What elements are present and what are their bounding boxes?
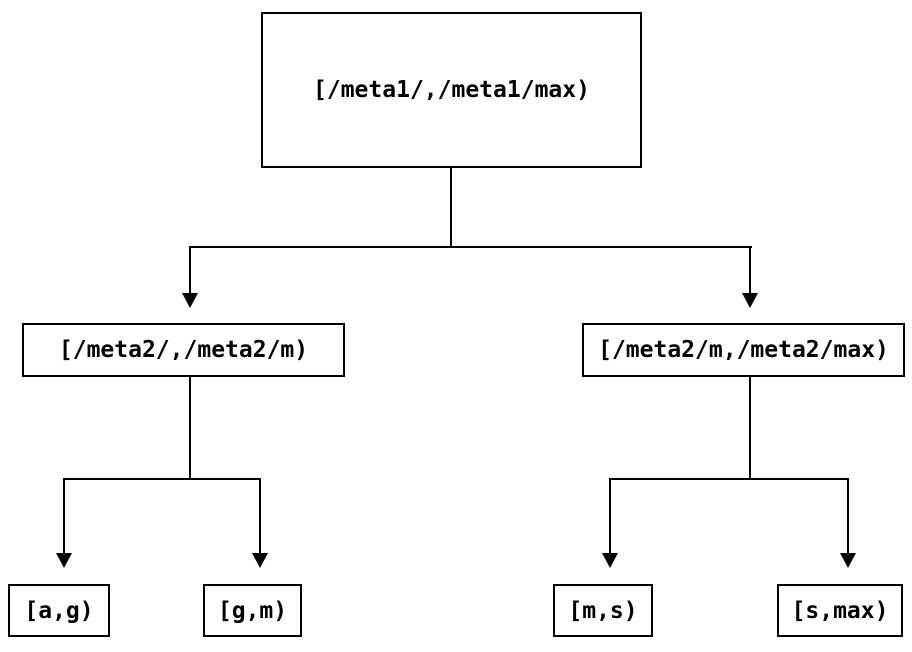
tree-leaf-m-s-label: [m,s) (568, 597, 638, 624)
tree-node-root: [/meta1/,/meta1/max) (261, 12, 642, 168)
tree-node-meta2-upper: [/meta2/m,/meta2/max) (582, 323, 905, 377)
arrowhead-down-icon (252, 553, 268, 568)
connector-level2-left-crossbar (63, 478, 261, 480)
connector-level2-right-crossbar (609, 478, 849, 480)
arrowhead-down-icon (742, 293, 758, 308)
tree-node-meta2-lower-label: [/meta2/,/meta2/m) (58, 337, 309, 363)
connector-level1-left-drop (189, 246, 191, 293)
tree-node-meta2-upper-label: [/meta2/m,/meta2/max) (598, 337, 889, 363)
tree-leaf-a-g: [a,g) (8, 584, 110, 637)
tree-node-meta2-lower: [/meta2/,/meta2/m) (22, 323, 345, 377)
tree-leaf-m-s: [m,s) (553, 584, 653, 637)
connector-leaf-ag-drop (63, 478, 65, 553)
tree-leaf-s-max: [s,max) (777, 584, 903, 637)
connector-right-stem (749, 377, 751, 480)
tree-leaf-g-m: [g,m) (203, 584, 302, 637)
tree-leaf-s-max-label: [s,max) (791, 597, 889, 624)
arrowhead-down-icon (56, 553, 72, 568)
connector-leaf-smax-drop (847, 478, 849, 553)
connector-level1-crossbar (189, 246, 752, 248)
connector-leaf-gm-drop (259, 478, 261, 553)
arrowhead-down-icon (840, 553, 856, 568)
connector-left-stem (189, 377, 191, 480)
arrowhead-down-icon (182, 293, 198, 308)
tree-leaf-g-m-label: [g,m) (217, 597, 288, 624)
tree-leaf-a-g-label: [a,g) (24, 597, 94, 624)
connector-root-stem (450, 168, 452, 248)
connector-leaf-ms-drop (609, 478, 611, 553)
connector-level1-right-drop (749, 246, 751, 293)
arrowhead-down-icon (602, 553, 618, 568)
tree-node-root-label: [/meta1/,/meta1/max) (313, 77, 590, 103)
